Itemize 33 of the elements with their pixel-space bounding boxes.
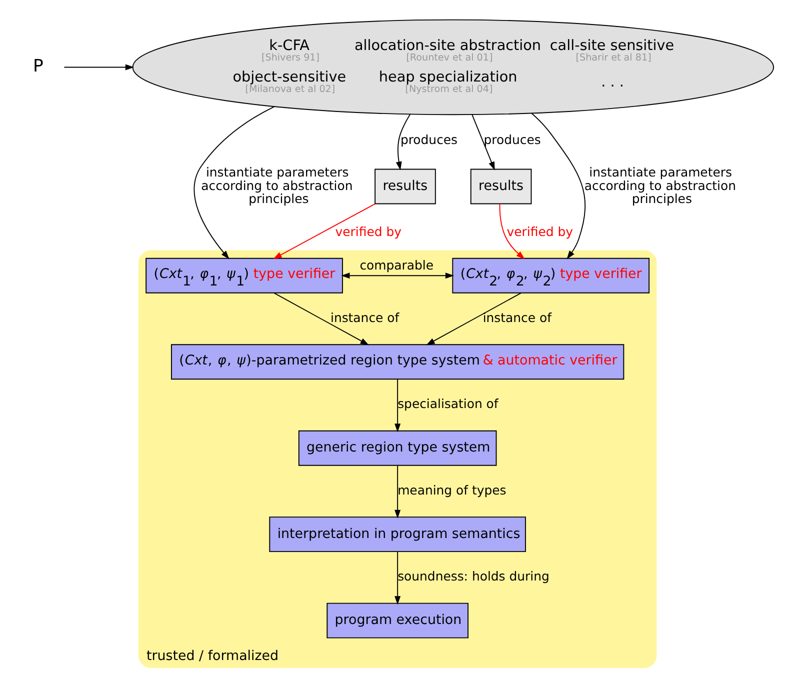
- node-box: interpretation in program semantics: [269, 516, 526, 552]
- edge-label: verified by: [335, 223, 402, 238]
- arrow: [273, 202, 376, 259]
- arrow: [64, 64, 134, 70]
- node-text: P: [33, 56, 44, 76]
- edge-label: meaning of types: [398, 482, 506, 497]
- arrow: [274, 292, 369, 345]
- node-box: program execution: [326, 602, 468, 638]
- node-box: generic region type system: [298, 430, 497, 466]
- arrow: [394, 464, 401, 518]
- edge-label: instantiate parameters according to abstraction principles: [201, 164, 353, 206]
- node-box: (Cxt, φ, ψ)-parametrized region type system & automatic verifier: [170, 344, 624, 380]
- edge-label: instance of: [330, 310, 400, 325]
- edge-label: verified by: [506, 223, 573, 238]
- arrow: [194, 106, 275, 259]
- edge-label: specialisation of: [398, 396, 498, 411]
- arrow: [472, 114, 495, 170]
- arrow: [499, 202, 525, 259]
- edge-label: produces: [484, 131, 541, 146]
- arrow: [394, 550, 401, 604]
- node-box: results: [470, 168, 532, 204]
- edge-label: produces: [400, 131, 458, 146]
- edge-label: instantiate parameters according to abstraction principles: [584, 164, 736, 206]
- edge-label: soundness: holds during: [398, 568, 550, 584]
- node-ellipse: k-CFA [Shivers 91] allocation-site abstraction [Rountev et al 01] call-site sensitive [Sharir et al 81] object-sensitive [Milanova et al 02] heap specialization [Nystrom et al 04] . . .: [132, 18, 774, 115]
- arrow: [531, 112, 586, 259]
- edge-label: instance of: [482, 310, 552, 325]
- arrow: [426, 292, 522, 345]
- edge-label: comparable: [360, 256, 434, 272]
- node-box: results: [374, 168, 436, 204]
- arrow: [394, 378, 401, 432]
- arrow: [396, 113, 411, 170]
- arrow: [341, 272, 454, 278]
